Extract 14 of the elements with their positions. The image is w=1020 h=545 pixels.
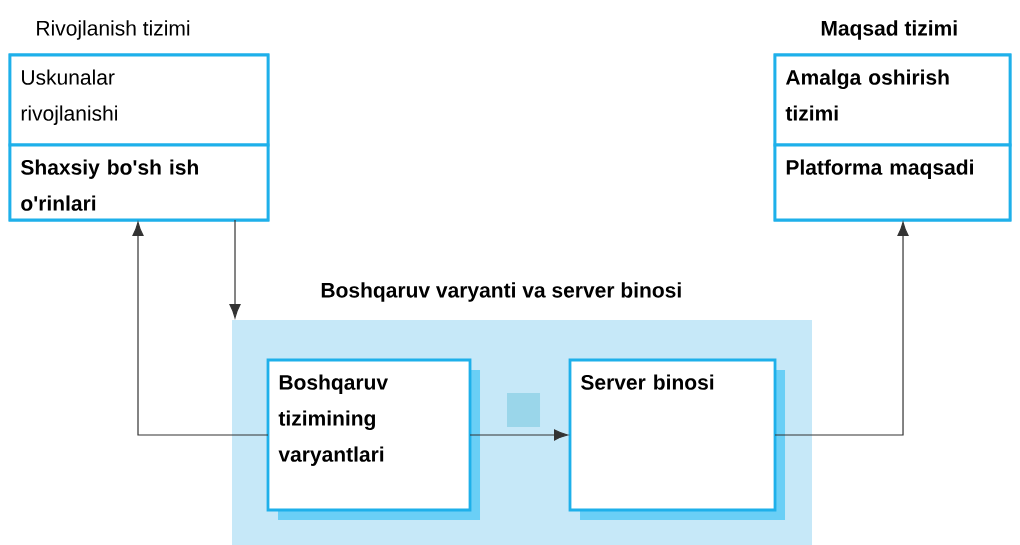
component-box: Shaxsiy bo'sh ish o'rinlari: [8, 143, 270, 222]
arrow: [132, 221, 269, 436]
component-box: Amalga oshirish tizimi: [773, 53, 1012, 147]
node-label: Boshqaruv varyanti va server binosi: [321, 282, 681, 302]
process-box: Boshqaruv tizimining varyantlari: [266, 358, 480, 520]
node-label: Maqsad tizimi: [821, 20, 957, 40]
component-box: Platforma maqsadi: [773, 143, 1012, 222]
arrow: [774, 221, 909, 436]
component-box: Uskunalar rivojlanishi: [8, 53, 270, 147]
arrow: [229, 219, 241, 319]
arrow: [469, 429, 569, 441]
node-label: Rivojlanish tizimi: [37, 20, 190, 40]
small-square: [507, 393, 540, 427]
process-box: Server binosi: [568, 358, 785, 520]
